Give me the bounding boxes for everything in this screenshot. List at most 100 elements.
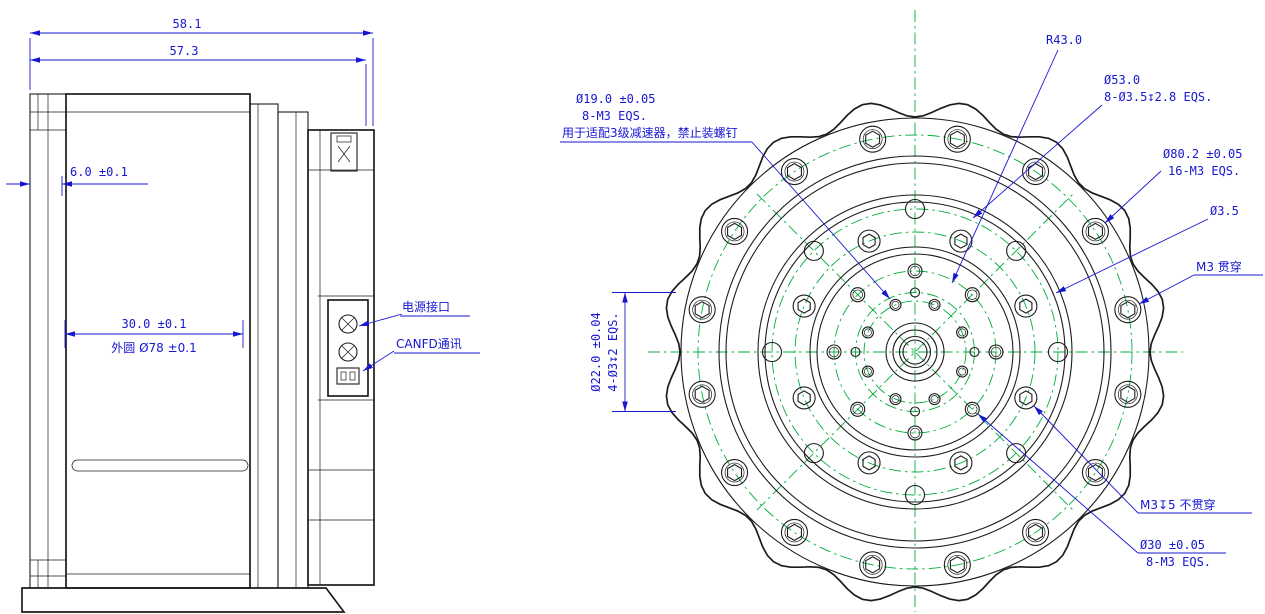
bolt-circle-centerline [697, 134, 1133, 570]
counterbore-hole [1006, 443, 1027, 464]
hex-socket [1087, 463, 1103, 482]
tapped-hole-minor [863, 328, 872, 337]
hex-socket [1087, 222, 1103, 241]
bolt-circle-centerline [855, 292, 975, 412]
top-fitting-cross [337, 145, 351, 163]
outer-screw-hole [1114, 296, 1142, 324]
dim-bc19-dia: Ø19.0 ±0.05 [576, 92, 655, 106]
tapped-hole [964, 401, 980, 417]
counterbore-hole [904, 484, 926, 506]
tapped-hole [850, 287, 866, 303]
tapped-hole [861, 365, 874, 378]
hex-socket [694, 385, 710, 403]
counterbore-hole [803, 443, 824, 464]
tapped-hole [850, 401, 866, 417]
outer-screw-counterbore [784, 522, 805, 543]
tapped-hole-minor [863, 367, 872, 376]
dim-bc30-holes: 8-M3 EQS. [1146, 555, 1211, 569]
tapped-hole [889, 298, 902, 311]
dim-bc19-note: 用于适配3级减速器，禁止装螺钉 [562, 126, 738, 140]
dim-m3-blind: M3↧5 不贯穿 [1140, 497, 1216, 512]
concentric-ring [764, 201, 1066, 503]
dim-bc22-holes: 4-Ø3↧2 EQS. [606, 312, 620, 391]
tapped-hole-minor [967, 289, 978, 300]
outer-screw-hole [943, 551, 971, 579]
dim-m3-through: M3 贯穿 [1196, 259, 1242, 274]
dim-depth-front: 6.0 ±0.1 [70, 165, 128, 179]
hex-socket [865, 130, 881, 148]
mid-screw-hole [792, 294, 816, 318]
outer-screw-hole [688, 296, 716, 324]
hex-socket [1019, 298, 1033, 314]
mid-screw-hole [1014, 294, 1038, 318]
top-fitting [330, 132, 358, 172]
outer-screw-hole [943, 125, 971, 153]
hex-socket [727, 463, 743, 482]
top-fitting-cap [336, 135, 352, 143]
concentric-ring [757, 194, 1073, 510]
outer-screw-counterbore [947, 129, 968, 150]
tapped-hole-minor [967, 404, 978, 415]
hex-socket [786, 523, 802, 542]
outer-screw-counterbore [724, 462, 745, 483]
tapped-hole [907, 425, 923, 441]
dowel-hole [909, 406, 921, 417]
power-connector-pin [338, 342, 358, 362]
hex-socket [694, 301, 710, 319]
base-plate [21, 587, 346, 613]
concentric-ring [892, 329, 938, 375]
dowel-hole [909, 287, 921, 298]
hex-socket [862, 455, 876, 471]
outer-screw-hole [780, 158, 808, 186]
dim-bc80-holes: 16-M3 EQS. [1168, 164, 1240, 178]
tapped-hole [928, 298, 941, 311]
bolt-circle-centerline [771, 208, 1059, 496]
dim-bc22-dia: Ø22.0 ±0.04 [589, 312, 603, 391]
counterbore-hole [904, 198, 926, 220]
outer-screw-counterbore [947, 554, 968, 575]
mid-screw-hole [857, 229, 881, 253]
leader-line [951, 49, 1059, 284]
outer-screw-counterbore [1085, 221, 1106, 242]
leader-line [362, 350, 395, 372]
diagonal-centerline [756, 193, 1074, 511]
hex-socket [949, 130, 965, 148]
front-geometry [665, 102, 1165, 602]
dim-width-total: 58.1 [173, 17, 202, 31]
leader-line [1055, 218, 1209, 294]
tapped-hole [956, 365, 969, 378]
tapped-hole-minor [909, 265, 921, 277]
tapped-hole-minor [891, 300, 900, 309]
tapped-hole-minor [958, 328, 967, 337]
front-view: R43.0 Ø53.0 8-Ø3.5↧2.8 EQS. Ø19.0 ±0.05 … [560, 10, 1263, 612]
dim-bc53-holes: 8-Ø3.5↧2.8 EQS. [1104, 90, 1212, 104]
counterbore-hole [761, 341, 783, 363]
front-dimensions: R43.0 Ø53.0 8-Ø3.5↧2.8 EQS. Ø19.0 ±0.05 … [560, 33, 1263, 569]
outer-screw-hole [780, 518, 808, 546]
outer-screw-counterbore [784, 161, 805, 182]
mid-screw-hole [1014, 386, 1038, 410]
front-centerlines [648, 10, 1183, 612]
power-connector-cross [341, 345, 355, 359]
label-canfd: CANFD通讯 [396, 337, 462, 351]
counterbore-hole [803, 240, 824, 261]
diagonal-centerline [756, 193, 1074, 511]
outer-screw-hole [1081, 459, 1109, 487]
leader-line [1138, 274, 1195, 305]
dim-bc30-dia: Ø30 ±0.05 [1140, 538, 1205, 552]
outer-lobed-profile [665, 102, 1165, 602]
canfd-connector [336, 367, 360, 385]
tapped-hole [889, 393, 902, 406]
counterbore-hole [1047, 341, 1069, 363]
mid-screw-hole [949, 451, 973, 475]
counterbore-hole [1006, 240, 1027, 261]
hex-socket [1019, 390, 1033, 406]
label-power: 电源接口 [402, 299, 450, 314]
dim-bc53-dia: Ø53.0 [1104, 73, 1140, 87]
outer-screw-hole [721, 459, 749, 487]
flange-section [249, 103, 279, 589]
hex-socket [786, 162, 802, 181]
tapped-hole [964, 287, 980, 303]
outer-screw-hole [859, 551, 887, 579]
concentric-ring [885, 322, 945, 382]
